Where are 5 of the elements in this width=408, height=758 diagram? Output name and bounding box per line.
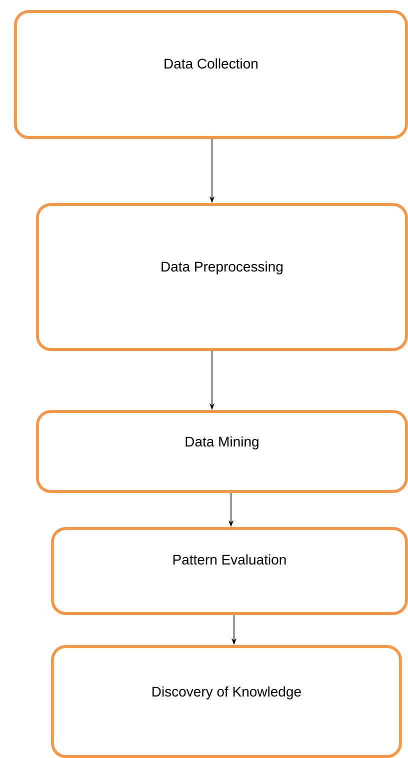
process-box: Discovery of Knowledge	[51, 645, 402, 758]
process-box: Pattern Evaluation	[51, 527, 408, 615]
process-box: Data Mining	[36, 410, 408, 493]
process-box: Data Preprocessing	[36, 203, 408, 351]
process-box: Data Collection	[14, 10, 408, 139]
